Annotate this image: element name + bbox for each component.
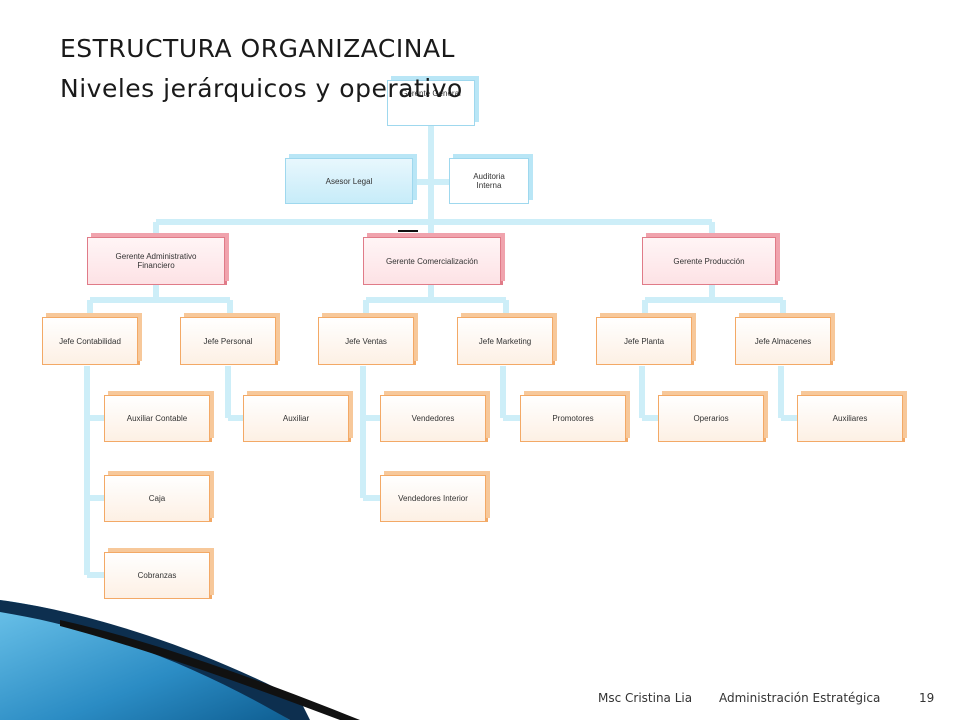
org-node-promotores: Promotores xyxy=(520,395,626,442)
slide-subtitle: Niveles jerárquicos y operativo xyxy=(60,74,463,103)
footer-page-number: 19 xyxy=(919,691,935,705)
org-node-jefe-contabilidad: Jefe Contabilidad xyxy=(42,317,138,365)
org-node-jefe-personal: Jefe Personal xyxy=(180,317,276,365)
org-node-gerente-produccion: Gerente Producción xyxy=(642,237,776,285)
footer-course: Administración Estratégica xyxy=(719,691,881,705)
org-node-gerente-administrativo-financiero: Gerente Administrativo Financiero xyxy=(87,237,225,285)
org-node-jefe-ventas: Jefe Ventas xyxy=(318,317,414,365)
footer-author: Msc Cristina Lia xyxy=(598,691,693,705)
org-node-jefe-planta: Jefe Planta xyxy=(596,317,692,365)
corner-decoration xyxy=(0,600,360,720)
org-node-asesor-legal: Asesor Legal xyxy=(285,158,413,204)
org-node-auditoria-interna: Auditoria Interna xyxy=(449,158,529,204)
org-node-gerente-comercializacion: Gerente Comercialización xyxy=(363,237,501,285)
org-node-vendedores-interior: Vendedores Interior xyxy=(380,475,486,522)
org-node-gerente-general: Gerente General xyxy=(387,80,475,126)
org-node-jefe-almacenes: Jefe Almacenes xyxy=(735,317,831,365)
org-node-auxiliar: Auxiliar xyxy=(243,395,349,442)
slide-title: ESTRUCTURA ORGANIZACINAL xyxy=(60,34,455,63)
org-node-vendedores: Vendedores xyxy=(380,395,486,442)
org-node-auxiliar-contable: Auxiliar Contable xyxy=(104,395,210,442)
org-node-cobranzas: Cobranzas xyxy=(104,552,210,599)
org-node-caja: Caja xyxy=(104,475,210,522)
org-node-operarios: Operarios xyxy=(658,395,764,442)
org-node-auxiliares: Auxiliares xyxy=(797,395,903,442)
org-node-jefe-marketing: Jefe Marketing xyxy=(457,317,553,365)
